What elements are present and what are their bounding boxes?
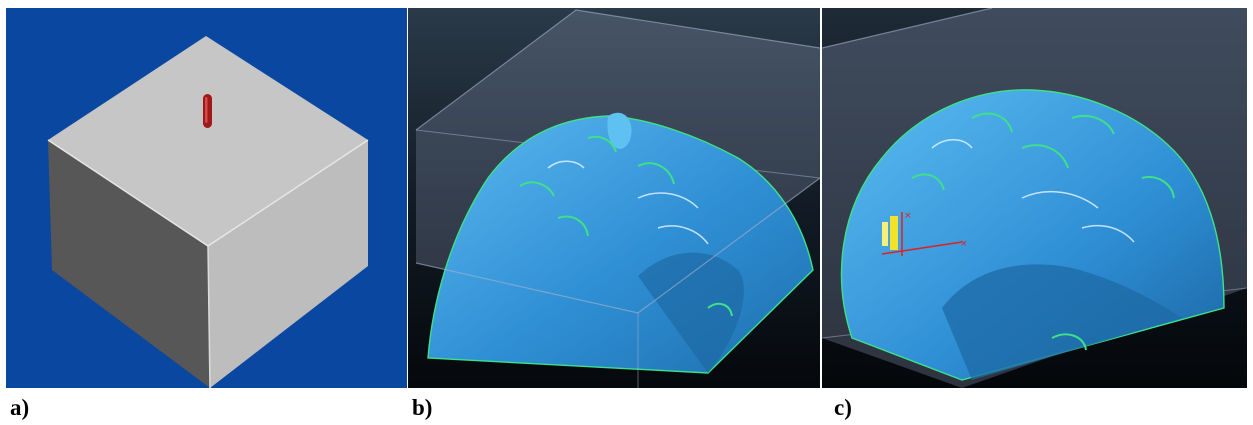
panel-c-face-scan-rotated: × × xyxy=(822,8,1247,388)
cube-left-face xyxy=(48,140,210,388)
mesh-white-highlights xyxy=(931,139,1135,243)
panel-b-face-scan xyxy=(408,8,820,388)
red-axis xyxy=(881,241,963,255)
caption-a: a) xyxy=(10,395,30,420)
chin-shadow xyxy=(942,264,1182,380)
cube-edge xyxy=(47,139,209,247)
cube-edge xyxy=(207,245,211,388)
yellow-marker xyxy=(882,222,888,246)
caption-b: b) xyxy=(412,395,433,420)
mesh-green-features xyxy=(519,135,733,317)
mesh-green-features xyxy=(911,112,1175,351)
red-marker: × xyxy=(960,239,968,249)
bounding-box-edge xyxy=(822,8,993,49)
yellow-marker xyxy=(890,216,898,250)
cube-top-face xyxy=(48,36,368,246)
scan-scene-c: × × xyxy=(822,8,1247,388)
cube-right-face xyxy=(208,140,368,388)
cube-scene xyxy=(6,8,407,388)
panel-a-cube-model xyxy=(6,8,407,388)
marker-cluster: × × xyxy=(881,211,968,256)
cube-edge xyxy=(207,139,369,247)
red-pin-highlight xyxy=(205,97,208,123)
mesh-white-highlights xyxy=(547,160,709,245)
nose-highlight xyxy=(607,112,632,149)
scan-scene-b xyxy=(408,8,820,388)
bounding-box-edge xyxy=(415,9,820,131)
caption-c: c) xyxy=(834,395,852,420)
chin-shadow xyxy=(638,252,744,373)
red-marker: × xyxy=(904,211,912,221)
